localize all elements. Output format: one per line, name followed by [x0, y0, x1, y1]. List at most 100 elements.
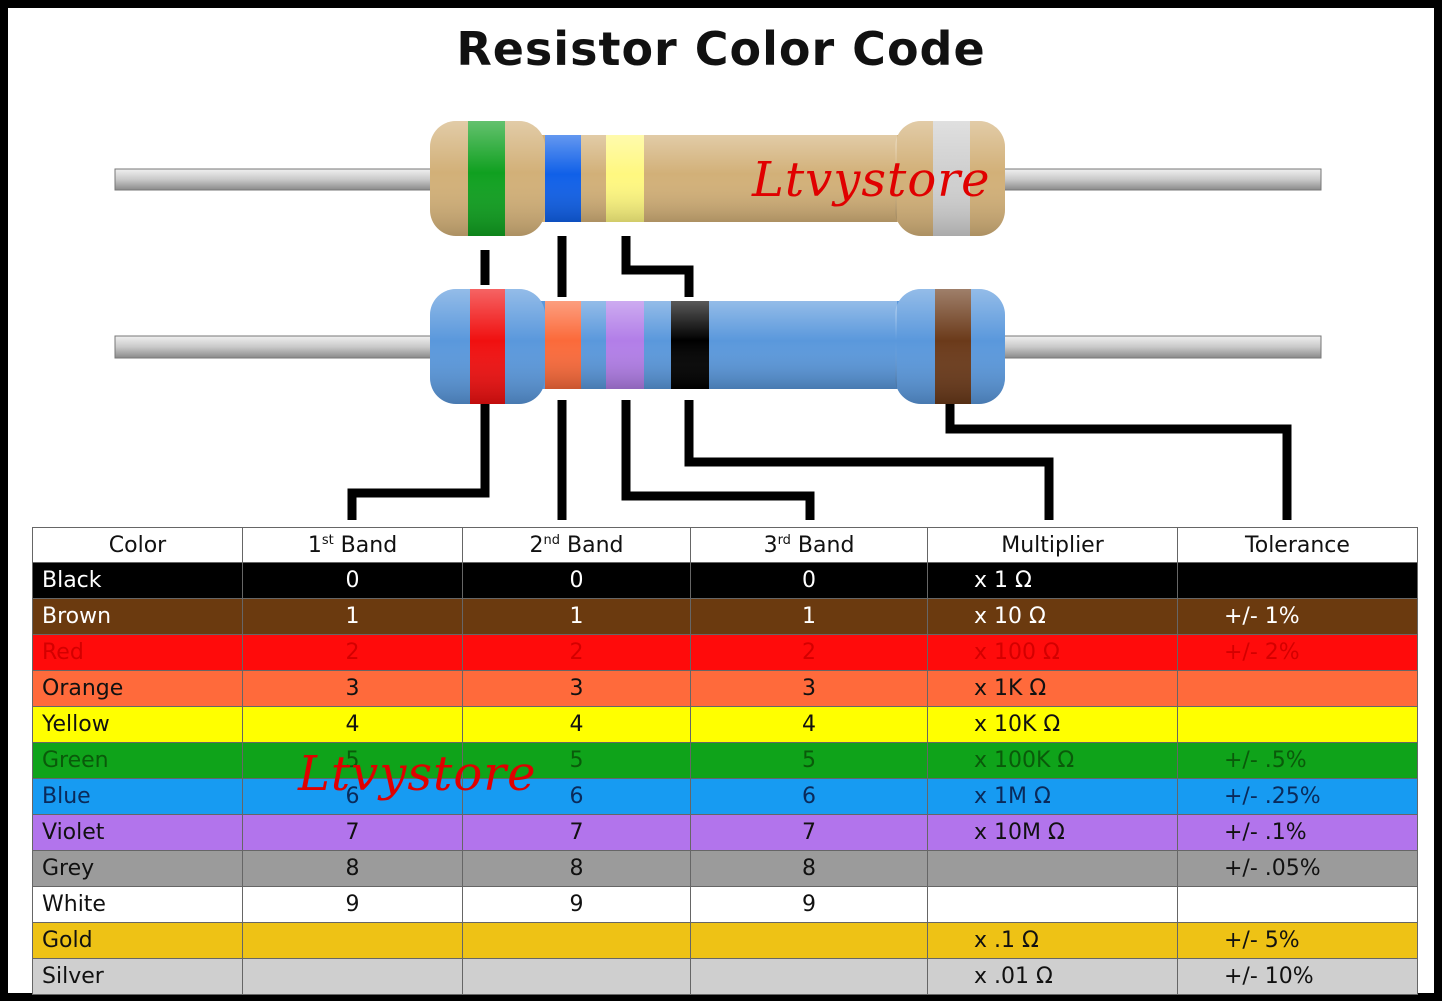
table-row: Blue 6 6 6 x 1M Ω +/- .25% [32, 778, 1418, 815]
resistor-top-lead-right [994, 168, 1322, 191]
tolerance-cell: +/- .25% [1177, 778, 1418, 815]
multiplier-cell: x 1 Ω [927, 562, 1178, 599]
connector-lines-bottom [347, 400, 1292, 520]
watermark-top: Ltvystore [752, 152, 991, 208]
band1-digit-cell: 3 [242, 670, 463, 707]
band1-digit-cell: 5 [242, 742, 463, 779]
connector-lines-top [480, 236, 694, 297]
tolerance-cell [1177, 706, 1418, 743]
color-name-cell: Brown [32, 598, 243, 635]
band2-digit-cell: 2 [462, 634, 691, 671]
table-row: Yellow 4 4 4 x 10K Ω [32, 706, 1418, 743]
band1-digit-cell: 8 [242, 850, 463, 887]
multiplier-cell: x 10K Ω [927, 706, 1178, 743]
multiplier-cell: x .01 Ω [927, 958, 1178, 995]
band3-digit-cell: 8 [690, 850, 928, 887]
table-header-row: Color 1st Band 2nd Band 3rd Band Multipl… [32, 527, 1418, 563]
band3-digit-cell: 7 [690, 814, 928, 851]
multiplier-cell: x 100K Ω [927, 742, 1178, 779]
band2-digit-cell: 8 [462, 850, 691, 887]
color-name-cell: Gold [32, 922, 243, 959]
band2-digit-cell: 7 [462, 814, 691, 851]
band2-digit-cell: 9 [462, 886, 691, 923]
connector-band3-top [621, 236, 694, 297]
multiplier-cell: x .1 Ω [927, 922, 1178, 959]
table-row: Red 2 2 2 x 100 Ω +/- 2% [32, 634, 1418, 671]
resistor-bottom [114, 289, 1322, 404]
header-band-2: 2nd Band [462, 527, 691, 563]
resistor-top-lead-left [114, 168, 441, 191]
table-row: Grey 8 8 8 +/- .05% [32, 850, 1418, 887]
multiplier-cell: x 10M Ω [927, 814, 1178, 851]
tolerance-cell: +/- .05% [1177, 850, 1418, 887]
band1-digit-cell: 1 [242, 598, 463, 635]
band2-digit-cell [462, 922, 691, 959]
color-name-cell: Orange [32, 670, 243, 707]
color-name-cell: Silver [32, 958, 243, 995]
color-code-table: Color 1st Band 2nd Band 3rd Band Multipl… [32, 527, 1418, 995]
multiplier-cell: x 10 Ω [927, 598, 1178, 635]
header-color: Color [32, 527, 243, 563]
multiplier-cell: x 100 Ω [927, 634, 1178, 671]
band2-digit-cell: 5 [462, 742, 691, 779]
band3-digit-cell: 6 [690, 778, 928, 815]
header-band-3: 3rd Band [690, 527, 928, 563]
tolerance-cell [1177, 670, 1418, 707]
resistor-bottom-lead-right [994, 335, 1322, 359]
tolerance-cell [1177, 886, 1418, 923]
resistor-bottom-lead-left [114, 335, 441, 359]
band2-digit-cell: 3 [462, 670, 691, 707]
connector-multiplier-table [684, 400, 1054, 520]
tolerance-cell: +/- 5% [1177, 922, 1418, 959]
multiplier-cell [927, 886, 1178, 923]
table-row: Violet 7 7 7 x 10M Ω +/- .1% [32, 814, 1418, 851]
tolerance-cell: +/- 10% [1177, 958, 1418, 995]
resistor-top-shade-right [895, 121, 1005, 236]
resistor-top-shade-left [430, 121, 545, 236]
band1-digit-cell: 4 [242, 706, 463, 743]
resistor-bottom-shade-mid [545, 301, 897, 389]
band3-digit-cell: 4 [690, 706, 928, 743]
band2-digit-cell: 6 [462, 778, 691, 815]
band1-digit-cell: 6 [242, 778, 463, 815]
table-row: Silver x .01 Ω +/- 10% [32, 958, 1418, 995]
color-name-cell: Red [32, 634, 243, 671]
band3-digit-cell: 5 [690, 742, 928, 779]
band3-digit-cell: 0 [690, 562, 928, 599]
band2-digit-cell: 0 [462, 562, 691, 599]
table-row: Green 5 5 5 x 100K Ω +/- .5% [32, 742, 1418, 779]
band3-digit-cell: 9 [690, 886, 928, 923]
band2-digit-cell: 1 [462, 598, 691, 635]
band1-digit-cell: 9 [242, 886, 463, 923]
band2-digit-cell: 4 [462, 706, 691, 743]
header-multiplier: Multiplier [927, 527, 1178, 563]
band1-digit-cell: 7 [242, 814, 463, 851]
table-row: Brown 1 1 1 x 10 Ω +/- 1% [32, 598, 1418, 635]
table-row: Gold x .1 Ω +/- 5% [32, 922, 1418, 959]
color-name-cell: Blue [32, 778, 243, 815]
band1-digit-cell [242, 922, 463, 959]
band3-digit-cell: 1 [690, 598, 928, 635]
header-band-1: 1st Band [242, 527, 463, 563]
band3-digit-cell [690, 958, 928, 995]
connector-band3-table [621, 400, 815, 520]
band3-digit-cell [690, 922, 928, 959]
connector-tolerance-table [945, 404, 1292, 520]
table-row: Orange 3 3 3 x 1K Ω [32, 670, 1418, 707]
resistor-bottom-shade-right [895, 289, 1005, 404]
tolerance-cell [1177, 562, 1418, 599]
resistor-top-shade-mid [545, 135, 897, 222]
band1-digit-cell [242, 958, 463, 995]
band2-digit-cell [462, 958, 691, 995]
multiplier-cell: x 1M Ω [927, 778, 1178, 815]
tolerance-cell: +/- 2% [1177, 634, 1418, 671]
color-name-cell: Yellow [32, 706, 243, 743]
color-name-cell: Violet [32, 814, 243, 851]
watermark-table: Ltvystore [298, 746, 537, 802]
tolerance-cell: +/- .5% [1177, 742, 1418, 779]
connector-band1-table [347, 404, 490, 520]
table-row: White 9 9 9 [32, 886, 1418, 923]
page-title: Resistor Color Code [456, 22, 986, 76]
resistor-top [114, 121, 1322, 236]
resistor-diagram [114, 121, 1322, 520]
